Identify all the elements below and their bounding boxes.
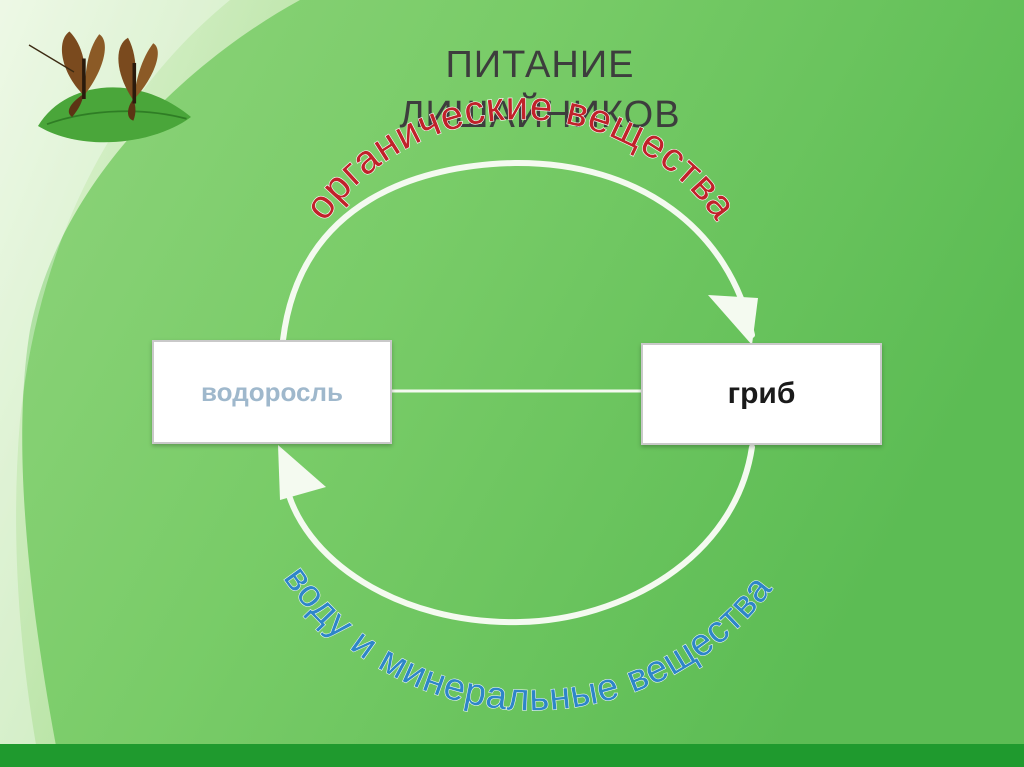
algae-label: водоросль: [201, 376, 343, 407]
bottom-arc-label-text: воду и минеральные вещества: [275, 558, 780, 720]
fungus-label: гриб: [727, 377, 796, 410]
algae-node: водоросль: [152, 340, 392, 444]
top-cycle-arc: [280, 159, 755, 343]
page-title: ПИТАНИЕ ЛИШАЙНИКОВ: [330, 40, 750, 140]
bottom-arc-arrowhead: [278, 445, 326, 500]
butterflies-on-leaf-icon: [28, 31, 191, 143]
bottom-stripe: [0, 744, 1024, 767]
bottom-arc-label: воду и минеральные вещества: [275, 558, 780, 719]
top-arc-arrowhead: [708, 295, 758, 345]
title-line-2: ЛИШАЙНИКОВ: [399, 94, 681, 136]
title-line-1: ПИТАНИЕ: [445, 44, 635, 86]
bottom-cycle-arc: [282, 444, 755, 626]
fungus-node: гриб: [641, 343, 882, 445]
